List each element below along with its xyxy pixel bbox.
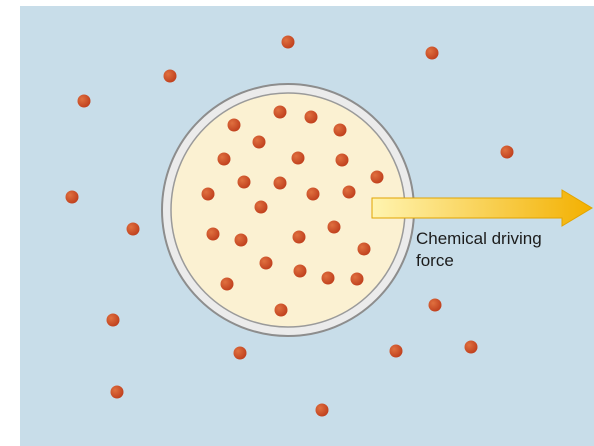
particle bbox=[336, 154, 349, 167]
particle bbox=[164, 70, 177, 83]
particle bbox=[274, 106, 287, 119]
particle bbox=[274, 177, 287, 190]
particle bbox=[328, 221, 341, 234]
particle bbox=[78, 95, 91, 108]
particle bbox=[228, 119, 241, 132]
particle bbox=[501, 146, 514, 159]
particle bbox=[221, 278, 234, 291]
cell-interior bbox=[171, 93, 405, 327]
particle bbox=[426, 47, 439, 60]
particle bbox=[465, 341, 478, 354]
particle bbox=[234, 347, 247, 360]
particle bbox=[429, 299, 442, 312]
particle bbox=[235, 234, 248, 247]
arrow-label-line-1: Chemical driving bbox=[416, 228, 542, 250]
arrow-label-line-2: force bbox=[416, 250, 542, 272]
particle bbox=[294, 265, 307, 278]
particle bbox=[334, 124, 347, 137]
particle bbox=[107, 314, 120, 327]
particle bbox=[292, 152, 305, 165]
particle bbox=[275, 304, 288, 317]
particle bbox=[253, 136, 266, 149]
particle bbox=[390, 345, 403, 358]
particle bbox=[202, 188, 215, 201]
particle bbox=[282, 36, 295, 49]
particle bbox=[316, 404, 329, 417]
particle bbox=[218, 153, 231, 166]
particle bbox=[127, 223, 140, 236]
particle bbox=[322, 272, 335, 285]
particle bbox=[66, 191, 79, 204]
particle bbox=[305, 111, 318, 124]
particle bbox=[343, 186, 356, 199]
particle bbox=[307, 188, 320, 201]
particle bbox=[358, 243, 371, 256]
particle bbox=[371, 171, 384, 184]
particle bbox=[111, 386, 124, 399]
particle bbox=[351, 273, 364, 286]
particle bbox=[293, 231, 306, 244]
particle bbox=[255, 201, 268, 214]
particle bbox=[207, 228, 220, 241]
arrow-label: Chemical driving force bbox=[416, 228, 542, 272]
particle bbox=[260, 257, 273, 270]
particle bbox=[238, 176, 251, 189]
